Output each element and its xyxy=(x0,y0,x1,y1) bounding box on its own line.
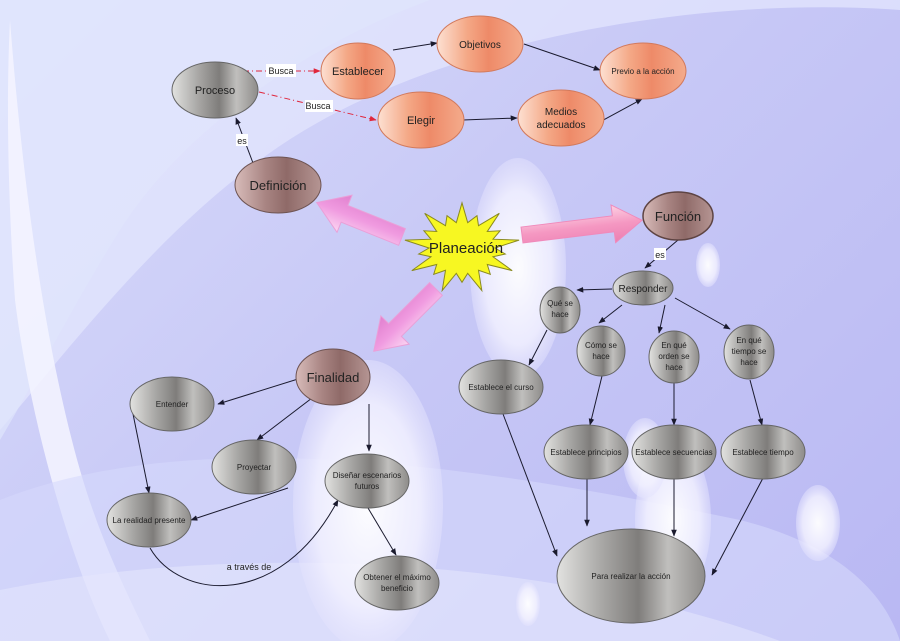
link-responder-tiempo xyxy=(674,297,731,330)
link-proyectar-realidad xyxy=(190,487,289,521)
link-como-principios xyxy=(588,375,603,426)
node-que-se-hace[interactable]: Qué se hace xyxy=(539,286,581,334)
svg-text:hace: hace xyxy=(665,363,683,372)
node-label-planeacion: Planeación xyxy=(429,240,503,257)
node-para-realizar-accion[interactable]: Para realizar la acción xyxy=(556,528,706,624)
svg-text:En qué: En qué xyxy=(661,341,687,350)
svg-text:Elegir: Elegir xyxy=(407,115,435,127)
link-establecer-objetivos xyxy=(392,41,438,51)
svg-text:Qué se: Qué se xyxy=(547,299,573,308)
link-label-es-definicion: es xyxy=(237,136,247,146)
nodes: Proceso Establecer Objetivos Elegir Medi… xyxy=(106,15,806,624)
svg-text:Establece el curso: Establece el curso xyxy=(468,383,534,392)
node-establece-tiempo[interactable]: Establece tiempo xyxy=(720,424,806,480)
node-obtener-beneficio[interactable]: Obtener el máximo beneficio xyxy=(354,555,440,611)
svg-text:Establece secuencias: Establece secuencias xyxy=(635,448,712,457)
svg-text:hace: hace xyxy=(592,352,610,361)
arrow-to-definicion xyxy=(315,194,407,246)
node-medios-adecuados[interactable]: Medios adecuados xyxy=(517,89,605,147)
link-labels: Busca Busca es es a través de xyxy=(227,64,666,572)
node-establecer[interactable]: Establecer xyxy=(320,42,396,100)
node-objetivos[interactable]: Objetivos xyxy=(436,15,524,73)
link-curso-para xyxy=(502,413,558,557)
link-label-a-traves-de: a través de xyxy=(227,562,272,572)
node-definicion[interactable]: Definición xyxy=(234,156,322,214)
svg-text:beneficio: beneficio xyxy=(381,584,414,593)
node-entender[interactable]: Entender xyxy=(129,376,215,432)
node-previo-accion[interactable]: Previo a la acción xyxy=(599,42,687,100)
link-elegir-medios xyxy=(462,115,518,122)
link-responder-que xyxy=(576,287,613,293)
svg-text:Proceso: Proceso xyxy=(195,85,235,97)
svg-text:En qué: En qué xyxy=(736,336,762,345)
node-disenar-escenarios[interactable]: Diseñar escenarios futuros xyxy=(324,453,410,509)
svg-text:hace: hace xyxy=(551,310,569,319)
svg-text:Cómo se: Cómo se xyxy=(585,341,618,350)
link-que-curso xyxy=(528,329,548,366)
svg-text:Objetivos: Objetivos xyxy=(459,40,501,51)
svg-text:Definición: Definición xyxy=(249,178,306,193)
svg-text:Función: Función xyxy=(655,209,701,224)
link-finalidad-proyectar xyxy=(256,397,313,441)
arrow-to-finalidad xyxy=(373,281,444,352)
svg-text:Diseñar escenarios: Diseñar escenarios xyxy=(333,471,401,480)
dashed-links xyxy=(243,68,377,122)
svg-text:Finalidad: Finalidad xyxy=(307,370,360,385)
svg-text:Establece principios: Establece principios xyxy=(550,448,621,457)
node-responder[interactable]: Responder xyxy=(612,270,674,306)
node-funcion[interactable]: Función xyxy=(642,191,714,241)
block-arrows xyxy=(315,194,644,352)
star-shape xyxy=(404,200,520,293)
node-realidad-presente[interactable]: La realidad presente xyxy=(106,492,192,548)
svg-text:Establece tiempo: Establece tiempo xyxy=(732,448,794,457)
svg-text:tiempo se: tiempo se xyxy=(732,347,767,356)
svg-text:Previo a la acción: Previo a la acción xyxy=(611,67,674,76)
node-finalidad[interactable]: Finalidad xyxy=(295,348,371,406)
node-establece-principios[interactable]: Establece principios xyxy=(543,424,629,480)
node-establece-curso[interactable]: Establece el curso xyxy=(458,359,544,415)
node-proyectar[interactable]: Proyectar xyxy=(211,439,297,495)
link-proceso-elegir xyxy=(258,91,377,122)
svg-text:Establecer: Establecer xyxy=(332,66,384,78)
arrow-to-funcion xyxy=(520,204,644,244)
svg-text:Para realizar la acción: Para realizar la acción xyxy=(591,572,670,581)
node-como-se-hace[interactable]: Cómo se hace xyxy=(576,325,626,377)
svg-text:Medios: Medios xyxy=(545,107,577,118)
node-en-que-tiempo[interactable]: En qué tiempo se hace xyxy=(723,324,775,380)
link-realidad-disenar xyxy=(149,499,339,586)
svg-text:La realidad presente: La realidad presente xyxy=(113,516,186,525)
link-entender-realidad xyxy=(130,403,151,494)
link-responder-como xyxy=(598,304,623,324)
central-node-planeacion[interactable]: Planeación xyxy=(404,200,520,293)
svg-text:Entender: Entender xyxy=(156,400,189,409)
link-label-busca-2: Busca xyxy=(305,101,330,111)
link-tiempo-para xyxy=(711,477,764,576)
link-responder-orden xyxy=(657,304,666,334)
link-label-es-funcion: es xyxy=(655,250,665,260)
node-proceso[interactable]: Proceso xyxy=(171,61,259,119)
node-en-que-orden[interactable]: En qué orden se hace xyxy=(648,330,700,384)
node-elegir[interactable]: Elegir xyxy=(377,91,465,149)
svg-text:Proyectar: Proyectar xyxy=(237,463,272,472)
link-tiempo-tiempo xyxy=(749,379,764,426)
link-disenar-obtener xyxy=(367,507,397,556)
connectors xyxy=(130,41,764,586)
svg-text:Responder: Responder xyxy=(619,284,669,295)
node-establece-secuencias[interactable]: Establece secuencias xyxy=(631,424,717,480)
link-objetivos-previo xyxy=(523,43,601,71)
svg-text:hace: hace xyxy=(740,358,758,367)
svg-text:adecuados: adecuados xyxy=(537,120,586,131)
svg-text:orden se: orden se xyxy=(658,352,690,361)
svg-text:futuros: futuros xyxy=(355,482,379,491)
link-label-busca-1: Busca xyxy=(268,66,293,76)
link-finalidad-entender xyxy=(217,378,299,405)
svg-text:Obtener el máximo: Obtener el máximo xyxy=(363,573,431,582)
